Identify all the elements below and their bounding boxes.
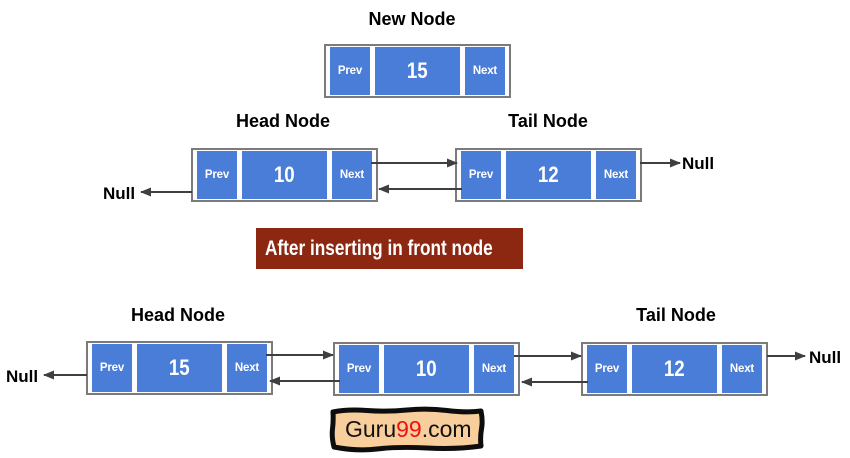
svg-text:Guru99.com: Guru99.com bbox=[345, 416, 472, 442]
